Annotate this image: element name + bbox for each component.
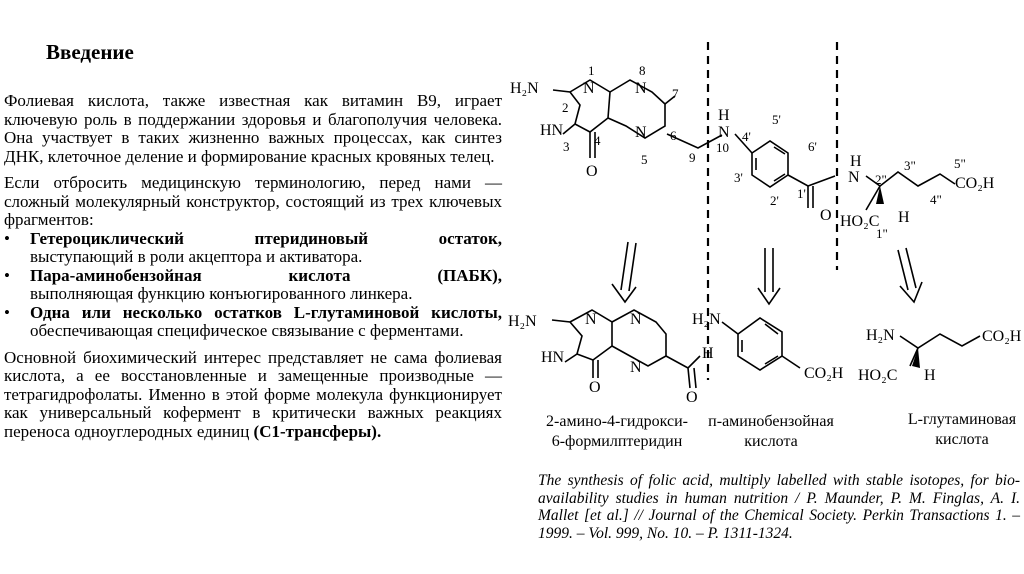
- closing-term: (C1-трансферы).: [253, 421, 382, 441]
- intro-paragraph: Фолиевая кислота, также известная как ви…: [4, 91, 502, 166]
- atom-number: 4': [742, 129, 751, 144]
- closing-paragraph: Основной биохимический интерес представл…: [4, 347, 502, 442]
- n-label: N: [630, 311, 642, 328]
- aldehyde-o-label: O: [686, 389, 698, 406]
- wedge-bond: [876, 186, 884, 204]
- o-label: O: [589, 379, 601, 396]
- aldehyde-h-label: H: [702, 345, 714, 362]
- atom-number: 6': [808, 139, 817, 154]
- caption-pteridine-line2: 6-формилптеридин: [552, 433, 683, 450]
- amide-h-label: H: [850, 153, 862, 170]
- atom-number: 7: [672, 86, 679, 101]
- amide-n-label: N: [848, 169, 860, 186]
- folic-acid-atoms: H₂N HN N N N O H N O H N HO₂C H CO₂H: [510, 80, 995, 230]
- glu-alpha-acid-label: HO₂C: [858, 367, 897, 384]
- n8-label: N: [635, 80, 647, 97]
- paba-amine-label: H₂N: [692, 311, 721, 328]
- fragment-text: выполняющая функцию конъюгированного лин…: [30, 284, 413, 303]
- atom-number: 1: [588, 63, 595, 78]
- fragment-text: выступающий в роли акцептора и активатор…: [30, 247, 363, 266]
- caption-paba-line1: п-аминобензойная: [708, 413, 834, 430]
- atom-number: 5': [772, 112, 781, 127]
- lead-paragraph: Если отбросить медицинскую терминологию,…: [4, 173, 502, 229]
- fragment-list: Гетероциклический птеридиновый остаток, …: [4, 228, 502, 341]
- n-label: N: [630, 359, 642, 376]
- gamma-acid-label: CO₂H: [955, 175, 995, 192]
- list-item: Гетероциклический птеридиновый остаток, …: [4, 228, 502, 267]
- closing-emphasis: Именно в этой форме молекула функциониру…: [4, 384, 502, 441]
- caption-pteridine-line1: 2-амино-4-гидрокси-: [546, 413, 688, 430]
- list-item: Одна или несколько остатков L-глутаминов…: [4, 302, 502, 341]
- atom-number: 3": [904, 158, 916, 173]
- atom-numbering: 1 2 3 4 5 6 7 8 9 10 4' 5' 6' 3' 2' 1' 1…: [562, 63, 966, 241]
- wedge-bond: [912, 348, 920, 368]
- citation: The synthesis of folic acid, multiply la…: [538, 472, 1020, 542]
- atom-number: 4: [594, 133, 601, 148]
- list-item: Пара-аминобензойная кислота (ПАБК), выпо…: [4, 265, 502, 304]
- atom-number: 4": [930, 192, 942, 207]
- fragment-bonds: [551, 309, 981, 389]
- fragment-term: Пара-аминобензойная кислота (ПАБК),: [30, 265, 502, 285]
- atom-number: 8: [639, 63, 646, 78]
- n-label: N: [585, 311, 597, 328]
- fragment-captions: 2-амино-4-гидрокси- 6-формилптеридин п-а…: [546, 411, 1017, 450]
- fragment-atoms: H₂N HN N N N O H O H₂N CO₂H H₂N CO₂H HO₂…: [508, 311, 1022, 406]
- atom-number: 2: [562, 100, 569, 115]
- atom-number: 10: [716, 140, 729, 155]
- hn-label: HN: [540, 122, 564, 139]
- atom-number: 5": [954, 156, 966, 171]
- text-column: Фолиевая кислота, также известная как ви…: [4, 91, 502, 449]
- n5-label: N: [635, 124, 647, 141]
- atom-number: 3: [563, 139, 570, 154]
- fragment-term: Гетероциклический птеридиновый остаток,: [30, 228, 502, 248]
- hn-label: HN: [541, 349, 565, 366]
- amine-label: H₂N: [508, 313, 537, 330]
- split-arrows: [611, 241, 923, 306]
- atom-number: 6: [670, 128, 677, 143]
- atom-number: 9: [689, 150, 696, 165]
- atom-number: 2': [770, 193, 779, 208]
- atom-number: 3': [734, 170, 743, 185]
- fragment-text: обеспечивающая специфическое связывание …: [30, 321, 464, 340]
- atom-number: 1": [876, 226, 888, 241]
- atom-number: 1': [797, 186, 806, 201]
- n1-label: N: [583, 80, 595, 97]
- folic-acid-figure: H₂N HN N N N O H N O H N HO₂C H CO₂H 1 2…: [508, 42, 1022, 450]
- nh-n-label: N: [718, 124, 730, 141]
- alpha-h-label: H: [898, 209, 910, 226]
- paba-acid-label: CO₂H: [804, 365, 844, 382]
- dashed-dividers: [706, 42, 839, 380]
- atom-number: 5: [641, 152, 648, 167]
- fragment-term: Одна или несколько остатков L-глутаминов…: [30, 302, 502, 322]
- carbonyl-o-label: O: [586, 163, 598, 180]
- nh-h-label: H: [718, 107, 730, 124]
- slide-title: Введение: [46, 40, 134, 64]
- glu-acid-label: CO₂H: [982, 328, 1022, 345]
- amine-label: H₂N: [510, 80, 539, 97]
- bond-lines: [552, 79, 956, 211]
- glu-h-label: H: [924, 367, 936, 384]
- caption-glutamic-line2: кислота: [935, 431, 989, 448]
- alpha-acid-label: HO₂C: [840, 213, 879, 230]
- atom-number: 2": [875, 172, 887, 187]
- caption-paba-line2: кислота: [744, 433, 798, 450]
- caption-glutamic-line1: L-глутаминовая: [908, 411, 1017, 428]
- closing-text: Основной биохимический интерес представл…: [4, 347, 502, 404]
- amide-o-label: O: [820, 207, 832, 224]
- glu-amine-label: H₂N: [866, 327, 895, 344]
